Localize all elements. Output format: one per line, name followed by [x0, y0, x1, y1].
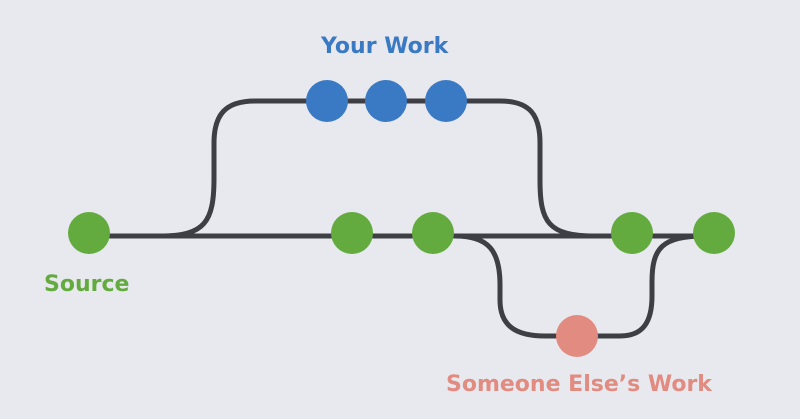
source-commit-node — [68, 212, 110, 254]
source-label: Source — [44, 272, 130, 297]
your-work-commit-node-2 — [365, 80, 407, 122]
someone-else-work-label: Someone Else’s Work — [446, 372, 712, 397]
your-work-branch-line — [157, 98, 598, 239]
main-commit-node-1 — [331, 212, 373, 254]
your-work-commit-node-3 — [425, 80, 467, 122]
someone-else-commit-node — [556, 315, 598, 357]
your-work-label: Your Work — [321, 34, 449, 59]
main-commit-node-3 — [611, 212, 653, 254]
main-commit-node-4 — [693, 212, 735, 254]
your-work-commit-node-1 — [306, 80, 348, 122]
main-commit-node-2 — [412, 212, 454, 254]
